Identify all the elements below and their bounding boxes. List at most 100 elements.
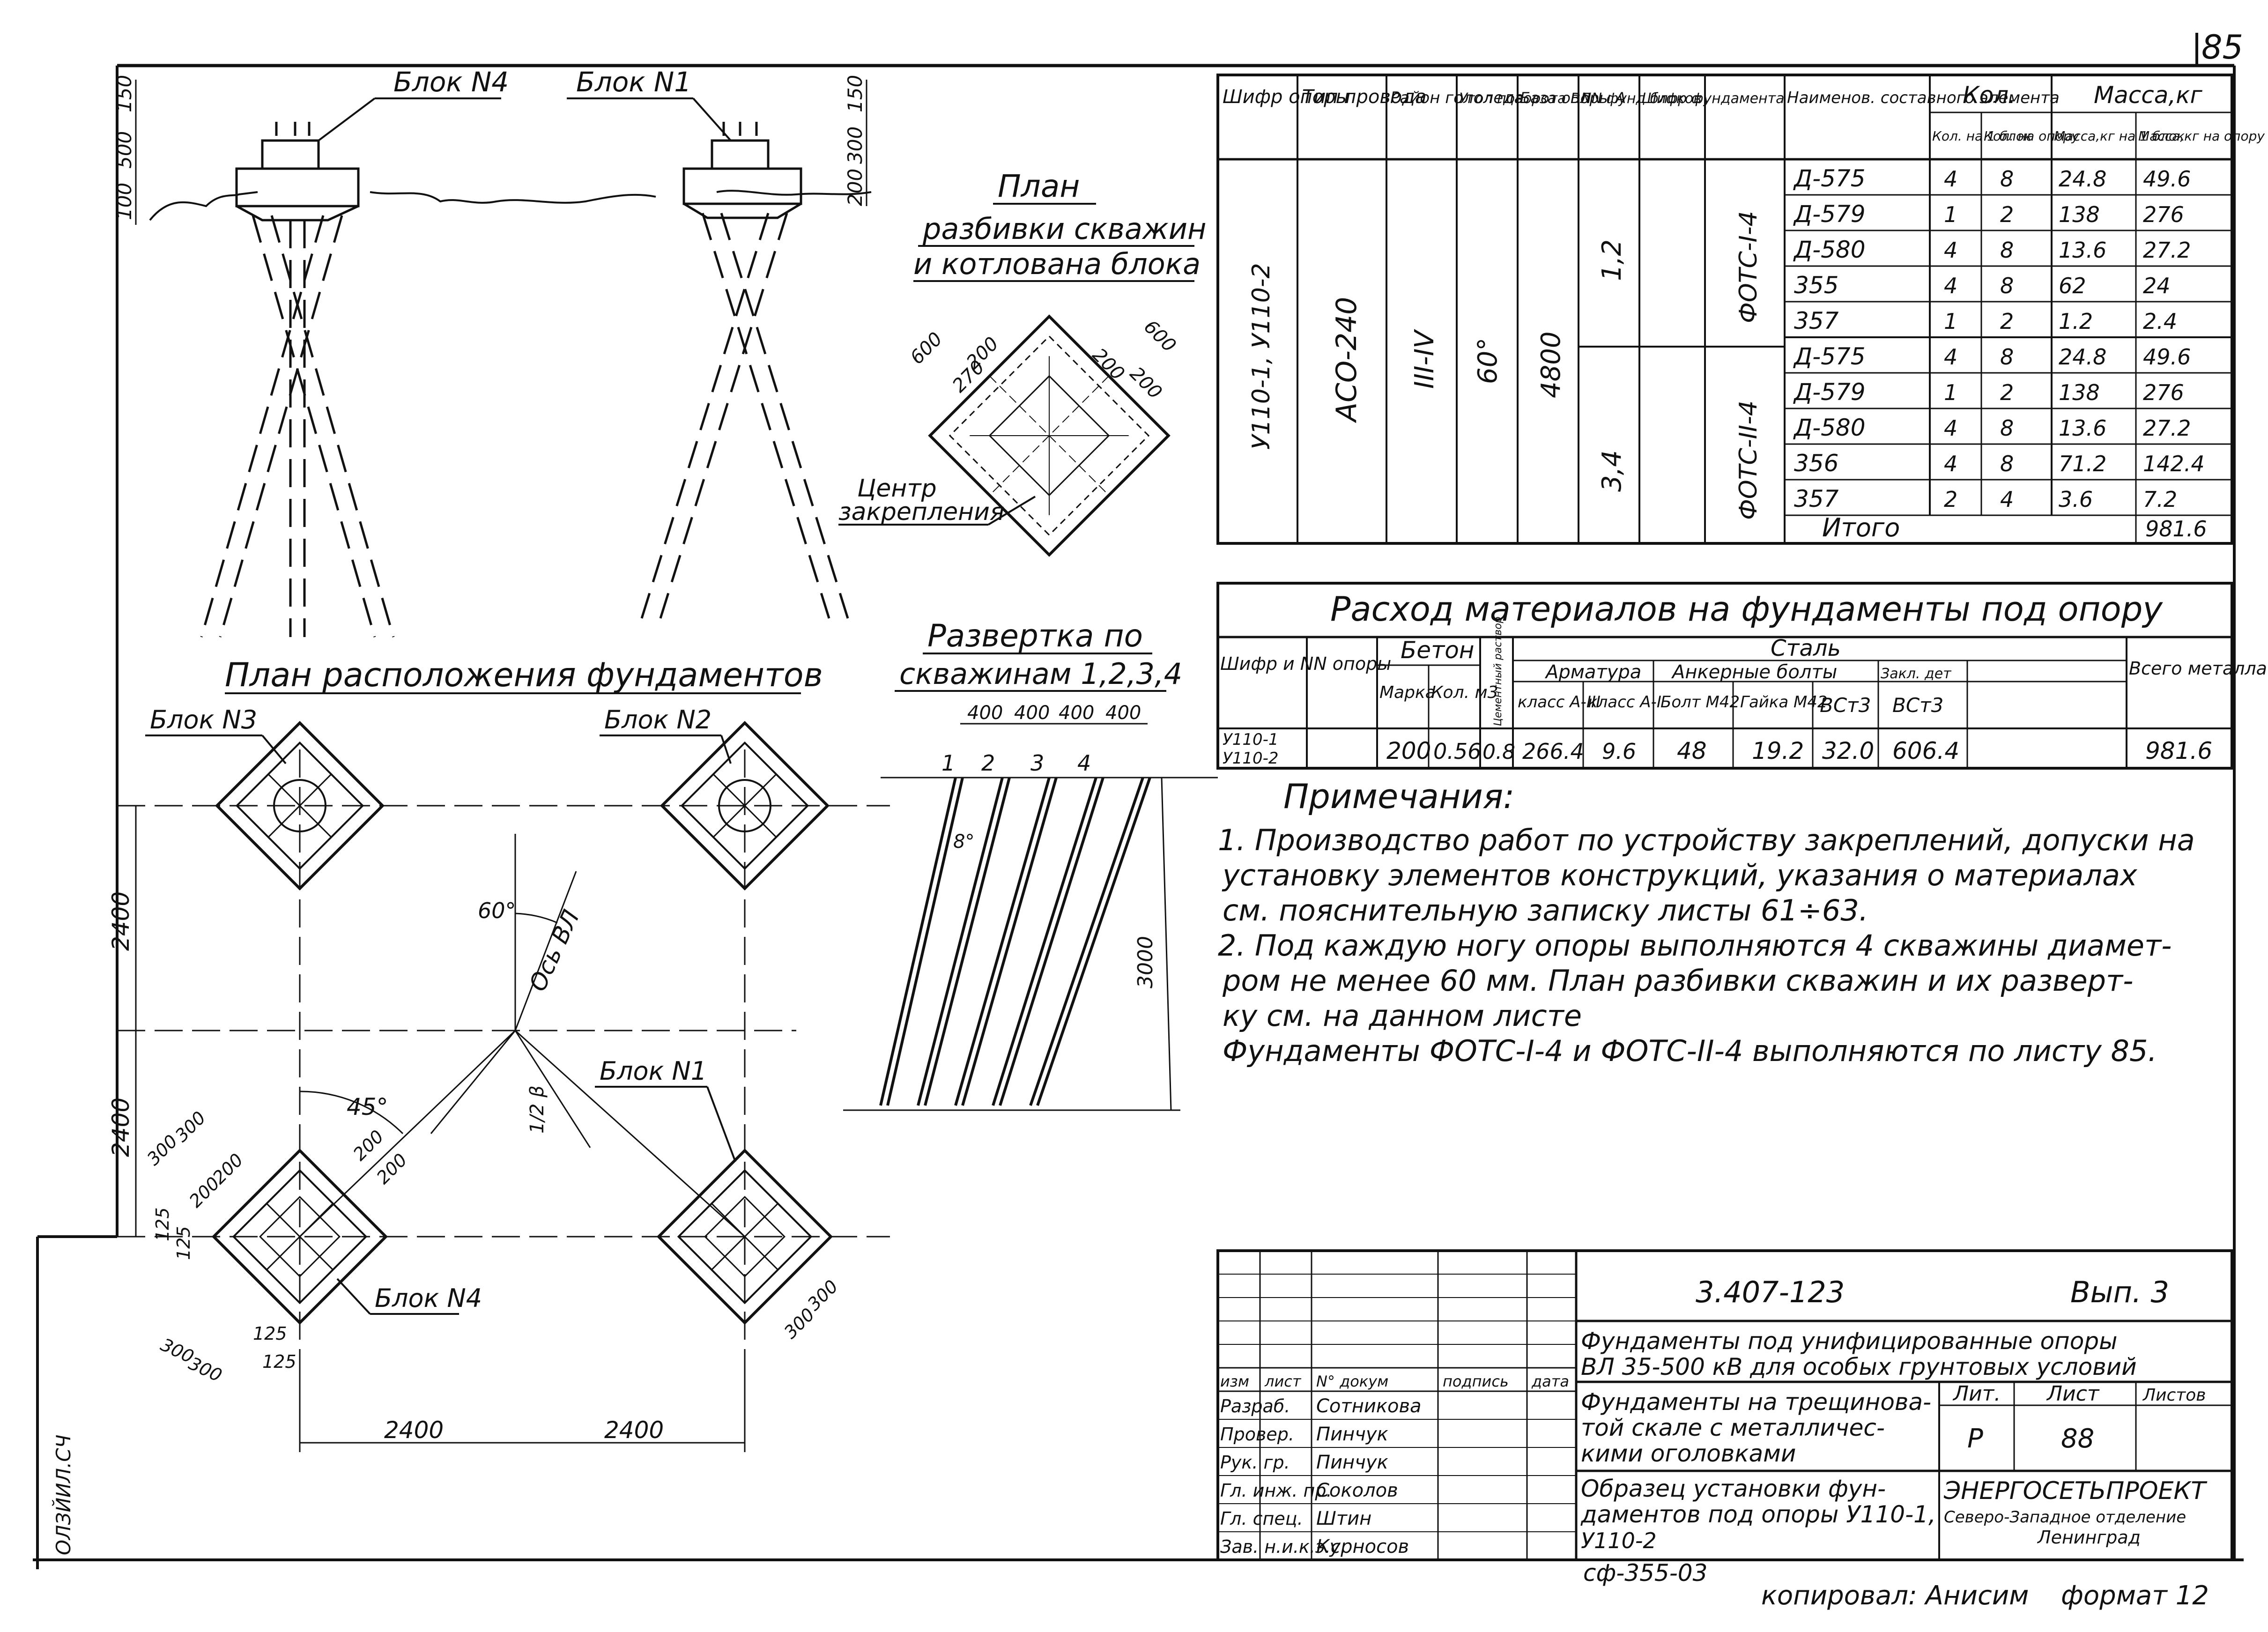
spec-cell: 8 <box>2000 415 2014 441</box>
layout-small-dim: 125 <box>152 1207 173 1241</box>
dev-height: 3000 <box>1134 936 1157 988</box>
spec-cell: Д-579 <box>1793 378 1866 406</box>
tb-staff-name: Курносов <box>1316 1536 1409 1558</box>
tb-staff-name: Пинчук <box>1316 1424 1388 1445</box>
materials-title: Расход материалов на фундаменты под опор… <box>1330 589 2163 629</box>
spec-cell: 357 <box>1794 307 1839 334</box>
spec-h-qty-block: Кол. на 1 блок <box>1932 128 2032 144</box>
spec-cell: 138 <box>2059 380 2100 405</box>
tb-issue: Вып. 3 <box>2070 1275 2169 1309</box>
layout-small-dim: 300 <box>171 1107 209 1146</box>
layout-block2-label: Блок N2 <box>604 705 712 734</box>
block1-cap <box>682 122 802 219</box>
notes-line: 1. Производство работ по устройству закр… <box>1218 823 2195 857</box>
drill-plan-title-2: разбивки скважин <box>922 212 1207 246</box>
layout-small-dim: 125 <box>262 1351 296 1372</box>
tb-col-head: изм <box>1220 1372 1249 1390</box>
mat-val-bst: 32.0 <box>1822 737 1874 764</box>
side-stamp: ОЛЗЙИЛ.СЧ <box>52 1435 75 1555</box>
layout-bisector: 1/2 β <box>526 1085 548 1134</box>
layout-axis-label: Ось ВЛ <box>524 906 585 995</box>
spec-cell: 49.6 <box>2143 344 2191 370</box>
spec-cell: Д-575 <box>1793 343 1866 370</box>
development-title-1: Развертка по <box>927 618 1143 654</box>
spec-cell: 4 <box>1944 415 1957 441</box>
spec-h-foundation: Шифр фундамента <box>1642 90 1785 107</box>
drill-dim-5: 200 <box>1088 344 1129 385</box>
elev-dim-left-1: 150 <box>113 75 136 112</box>
sheet-corner-number: 85 <box>2201 28 2243 67</box>
spec-cell: 1.2 <box>2059 309 2093 334</box>
title-block-texts: 3.407-123 Вып. 3 Фундаменты под унифицир… <box>1580 1275 2209 1611</box>
spec-cell: 8 <box>2000 237 2014 263</box>
layout-plan-title: План расположения фундаментов <box>225 656 823 694</box>
dev-spacing-4: 400 <box>1105 702 1141 724</box>
block4-piles <box>200 215 395 638</box>
notes-line: ку см. на данном листе <box>1223 999 1582 1033</box>
dev-angle: 8° <box>953 831 974 853</box>
layout-plan: План расположения фундаментов 60° Ось ВЛ… <box>107 656 890 1452</box>
spec-cell: Д-580 <box>1793 414 1866 441</box>
spec-group2-blocks: 3,4 <box>1597 450 1627 492</box>
spec-cell: 4 <box>2000 487 2014 512</box>
spec-cell: 8 <box>2000 451 2014 476</box>
spec-cell: 4 <box>1944 237 1957 263</box>
tb-sheet-title-1: Образец установки фун- <box>1581 1475 1886 1502</box>
spec-angle: 60° <box>1473 338 1503 384</box>
materials-texts: Расход материалов на фундаменты под опор… <box>1220 589 2268 768</box>
mat-h-cls1: класс А-I <box>1588 693 1661 712</box>
spec-support-code: У110-1, У110-2 <box>1247 263 1275 450</box>
spec-cell: 62 <box>2059 273 2086 298</box>
spec-cell: 27.2 <box>2143 237 2191 263</box>
spec-h-wire: Тип провода <box>1302 86 1427 108</box>
block4-plan <box>211 1148 388 1325</box>
notes-line: см. пояснительную записку листы 61÷63. <box>1223 893 1868 927</box>
layout-small-dim: 200 <box>372 1150 411 1188</box>
tb-section-1: Фундаменты на трещинова- <box>1581 1388 1931 1416</box>
spec-group1-blocks: 1,2 <box>1597 239 1627 281</box>
mat-code-2: У110-2 <box>1223 749 1279 768</box>
spec-cell: 49.6 <box>2143 166 2191 192</box>
notes-line: ром не менее 60 мм. План разбивки скважи… <box>1222 964 2134 998</box>
mat-code-1: У110-1 <box>1223 730 1279 749</box>
spec-cell: 13.6 <box>2059 237 2106 263</box>
dev-hole-1: 1 <box>941 750 955 776</box>
tb-staff-role: Гл. инж. пр. <box>1220 1480 1332 1501</box>
spec-h-element: Наименов. составного элемента <box>1787 89 2060 107</box>
elev-dim-left-2: 500 <box>113 131 136 169</box>
layout-small-dim: 300 <box>803 1276 842 1314</box>
dev-spacing-3: 400 <box>1059 702 1094 724</box>
tb-staff-role: Зав. н.и.к.э.с. <box>1220 1536 1346 1557</box>
drill-dim-1: 600 <box>906 328 947 369</box>
tb-staff-name: Штин <box>1316 1508 1371 1529</box>
spec-cell: 1 <box>1944 309 1957 334</box>
dev-holes <box>879 777 1151 1106</box>
tb-staff-role: Разраб. <box>1220 1396 1290 1417</box>
tb-sheets-head: Листов <box>2142 1386 2206 1405</box>
tb-sheet-head: Лист <box>2046 1382 2100 1406</box>
layout-block4-label: Блок N4 <box>375 1283 482 1313</box>
dev-spacing-2: 400 <box>1014 702 1050 724</box>
mat-h-code: Шифр и NN опоры <box>1220 653 1391 674</box>
spec-cell: 13.6 <box>2059 415 2106 441</box>
dev-spacing-1: 400 <box>967 702 1003 724</box>
tb-col-head: лист <box>1264 1372 1302 1390</box>
spec-cell: 3.6 <box>2059 487 2093 512</box>
spec-cell: 276 <box>2143 380 2184 405</box>
mat-h-mark: Марка <box>1379 683 1436 702</box>
layout-small-dims: 3003002002001251251251253003002002003003… <box>143 1107 842 1386</box>
dev-hole-3: 3 <box>1030 750 1044 776</box>
tb-section-2: той скале с металличес- <box>1581 1414 1885 1441</box>
tb-copied: копировал: Анисим <box>1761 1580 2029 1611</box>
layout-block1-label: Блок N1 <box>600 1056 707 1086</box>
spec-h-qty-group: Кол. <box>1963 82 2016 109</box>
layout-dim-h1: 2400 <box>384 1417 444 1444</box>
mat-val-total: 981.6 <box>2145 737 2212 764</box>
spec-cell: 138 <box>2059 202 2100 227</box>
spec-h-angle: Угол поворота ВЛ <box>1459 90 1591 107</box>
tb-main-title-2: ВЛ 35-500 кВ для особых грунтовых услови… <box>1581 1353 2137 1380</box>
mat-h-nut: Гайка М42 <box>1740 693 1828 712</box>
mat-h-total: Всего металла кг <box>2129 658 2268 679</box>
tb-org-3: Ленинград <box>2037 1527 2141 1548</box>
